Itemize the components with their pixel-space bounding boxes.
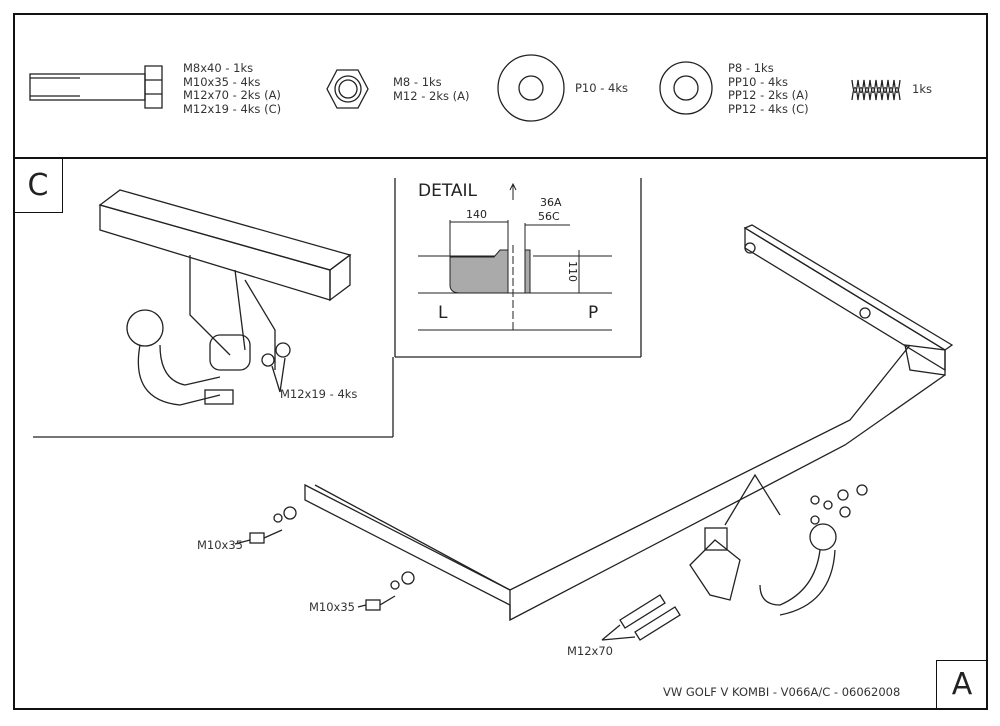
detail-dim-height: 110: [566, 261, 579, 282]
bolt-spec: M8x40 - 1ks: [183, 61, 254, 75]
variant-a-label: A: [951, 667, 973, 702]
bolt-spec: M12x70 - 2ks (A): [183, 88, 281, 102]
spring-washer-spec: PP12 - 2ks (A): [728, 88, 809, 102]
detail-title: DETAIL: [418, 181, 478, 201]
bolt-icon: [29, 65, 163, 109]
bolt-spec-list: M8x40 - 1ks M10x35 - 4ks M12x70 - 2ks (A…: [183, 61, 282, 116]
nut-spec: M8 - 1ks: [393, 75, 442, 89]
spring-spec: 1ks: [912, 82, 932, 96]
bolt-callout: M12x70: [567, 644, 613, 658]
variant-a-drawing: [234, 224, 954, 641]
variant-c-label-box: C: [13, 158, 63, 213]
variant-c-drawing: [98, 189, 352, 406]
spring-washer-spec: PP12 - 4ks (C): [728, 101, 809, 116]
bolt-callout: M10x35: [309, 600, 355, 614]
drawing-frame: [13, 13, 988, 710]
nut-spec: M12 - 2ks (A): [393, 88, 470, 103]
detail-drawing: [418, 182, 612, 333]
flat-washer-icon: [497, 54, 565, 122]
variant-c-label: C: [27, 167, 49, 203]
parts-divider: [13, 157, 988, 159]
detail-dim-offset-a: 36A: [540, 196, 562, 209]
spring-washer-icon: [659, 61, 713, 115]
spring-washer-spec: P8 - 1ks: [728, 61, 774, 75]
detail-dim-offset-c: 56C: [538, 210, 560, 223]
bolt-callout: M10x35: [197, 538, 243, 552]
spring-washer-spec-list: P8 - 1ks PP10 - 4ks PP12 - 2ks (A) PP12 …: [728, 61, 809, 116]
detail-right-label: P: [588, 303, 599, 323]
drawing-footer-title: VW GOLF V KOMBI - V066A/C - 06062008: [663, 685, 901, 699]
nut-icon: [326, 69, 369, 109]
detail-dim-width: 140: [466, 208, 487, 221]
flat-washer-spec: P10 - 4ks: [575, 81, 628, 95]
bolt-spec: M12x19 - 4ks (C): [183, 101, 282, 116]
bolt-spec: M10x35 - 4ks: [183, 74, 261, 89]
spring-washer-spec: PP10 - 4ks: [728, 74, 788, 89]
variant-c-callout: M12x19 - 4ks: [280, 387, 358, 401]
spring-icon: [851, 79, 901, 101]
detail-left-label: L: [438, 303, 448, 323]
variant-a-label-box: A: [936, 660, 988, 710]
nut-spec-list: M8 - 1ks M12 - 2ks (A): [393, 75, 470, 103]
